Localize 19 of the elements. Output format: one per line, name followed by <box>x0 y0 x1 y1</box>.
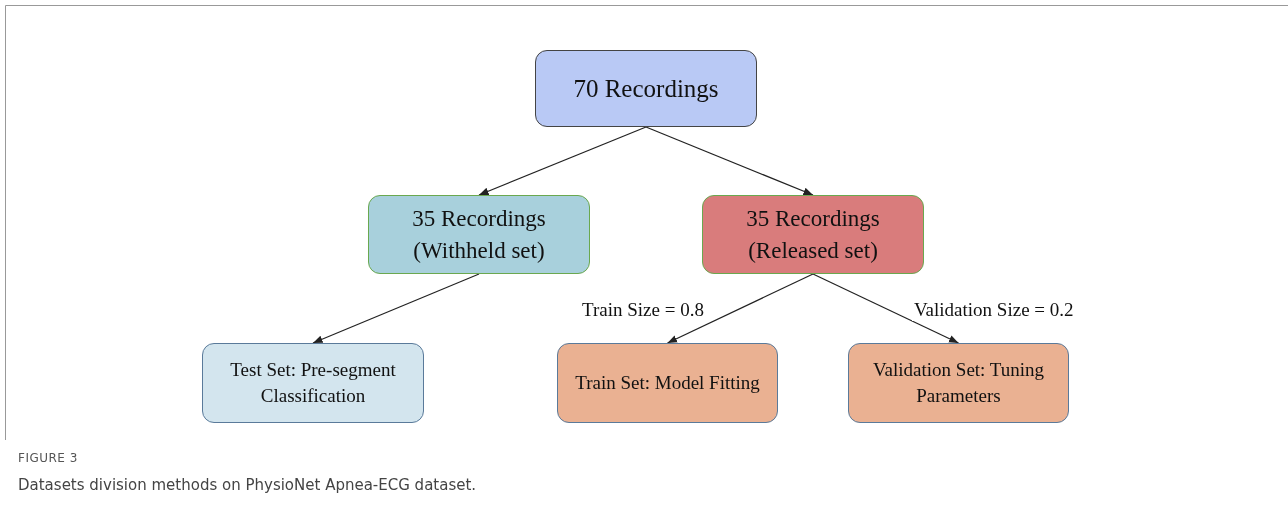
process-box <box>848 343 1069 423</box>
arrow <box>812 273 960 344</box>
arrow <box>312 273 480 344</box>
arrow <box>666 273 814 344</box>
process-box <box>202 343 424 423</box>
node-text: Train Set: Model Fitting <box>574 371 761 396</box>
arrow <box>478 126 647 196</box>
process-box <box>535 50 757 127</box>
figure-number: FIGURE 3 <box>18 451 78 465</box>
node-text: 35 Recordings (Withheld set) <box>411 205 547 265</box>
process-box <box>702 195 924 274</box>
process-box <box>368 195 590 274</box>
caption: Datasets division methods on PhysioNet Apnea-ECG dataset. <box>18 476 477 494</box>
node-text: Test Set: Pre-segment Classification <box>229 358 397 408</box>
arrow <box>645 126 814 196</box>
node-text: 70 Recordings <box>572 73 720 104</box>
node-text: Validation Set: Tuning Parameters <box>872 358 1045 408</box>
process-box <box>557 343 778 423</box>
node-text: 35 Recordings (Released set) <box>745 205 881 265</box>
